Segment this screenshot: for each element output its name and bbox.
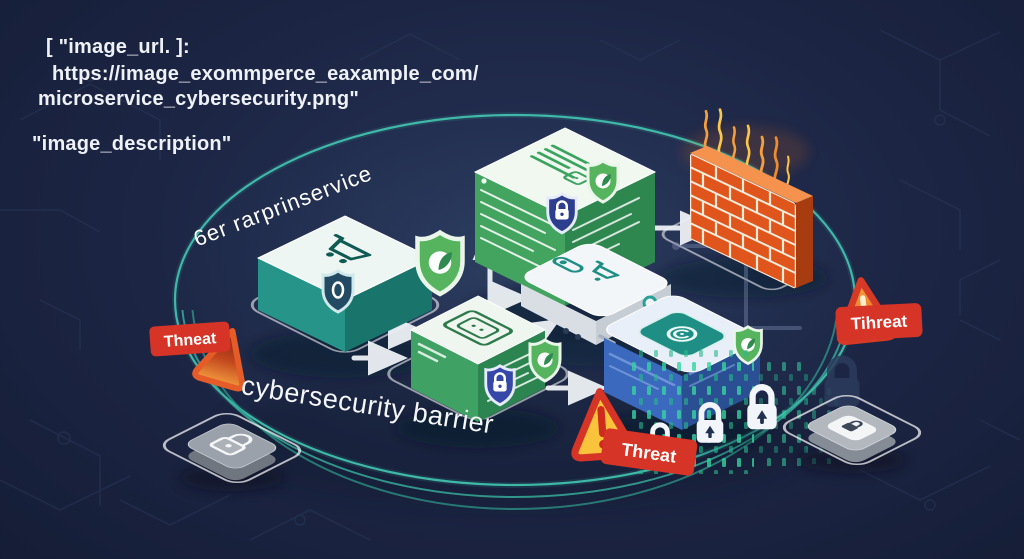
ghost-padlock-icon	[824, 355, 860, 407]
encrypted-tile-left	[162, 413, 302, 491]
spiral-disc-icon	[666, 326, 698, 342]
svg-text:Thneat: Thneat	[163, 330, 217, 351]
code-line-image-description: "image_description"	[32, 133, 232, 155]
threat-label: Tihreat	[835, 303, 923, 341]
mini-padlock-icon	[841, 420, 863, 432]
shield-scan-icon	[321, 269, 355, 314]
chip-icon	[443, 310, 513, 346]
cart-terminal-icon	[552, 256, 620, 281]
document-lines-icon	[529, 144, 594, 185]
code-line-filename: microservice_cybersecurity.png"	[38, 88, 360, 110]
svg-text:Tihreat: Tihreat	[850, 312, 908, 334]
firewall	[681, 108, 813, 290]
code-line-url: https://image_exommperce_eaxample_com/	[52, 63, 479, 85]
shopping-cart-icon	[326, 234, 372, 264]
circuit-background	[0, 29, 1021, 541]
node-cart-service	[256, 215, 434, 352]
shield-check-icon	[733, 325, 763, 365]
threat-right: Tihreat	[835, 277, 923, 346]
shield-lock-icon	[546, 192, 578, 235]
flames-icon	[703, 108, 790, 193]
padlock-outline-icon	[209, 433, 253, 456]
code-line-image-url-key: [ "image_url. ]:	[46, 36, 190, 58]
encrypted-tile-right	[782, 355, 922, 473]
port-dot	[563, 328, 569, 334]
threat-label: Thneat	[149, 321, 231, 357]
shield-check-icon	[528, 338, 562, 383]
shield-badges	[321, 159, 763, 407]
threat-bottom: Threat	[571, 388, 698, 476]
shield-lock-icon	[484, 364, 516, 407]
threat-label: Threat	[600, 428, 698, 476]
shield-check-icon	[586, 159, 620, 204]
port-dot	[575, 334, 581, 340]
shield-check-icon	[418, 233, 463, 295]
threat-left: Thneat	[149, 321, 246, 392]
